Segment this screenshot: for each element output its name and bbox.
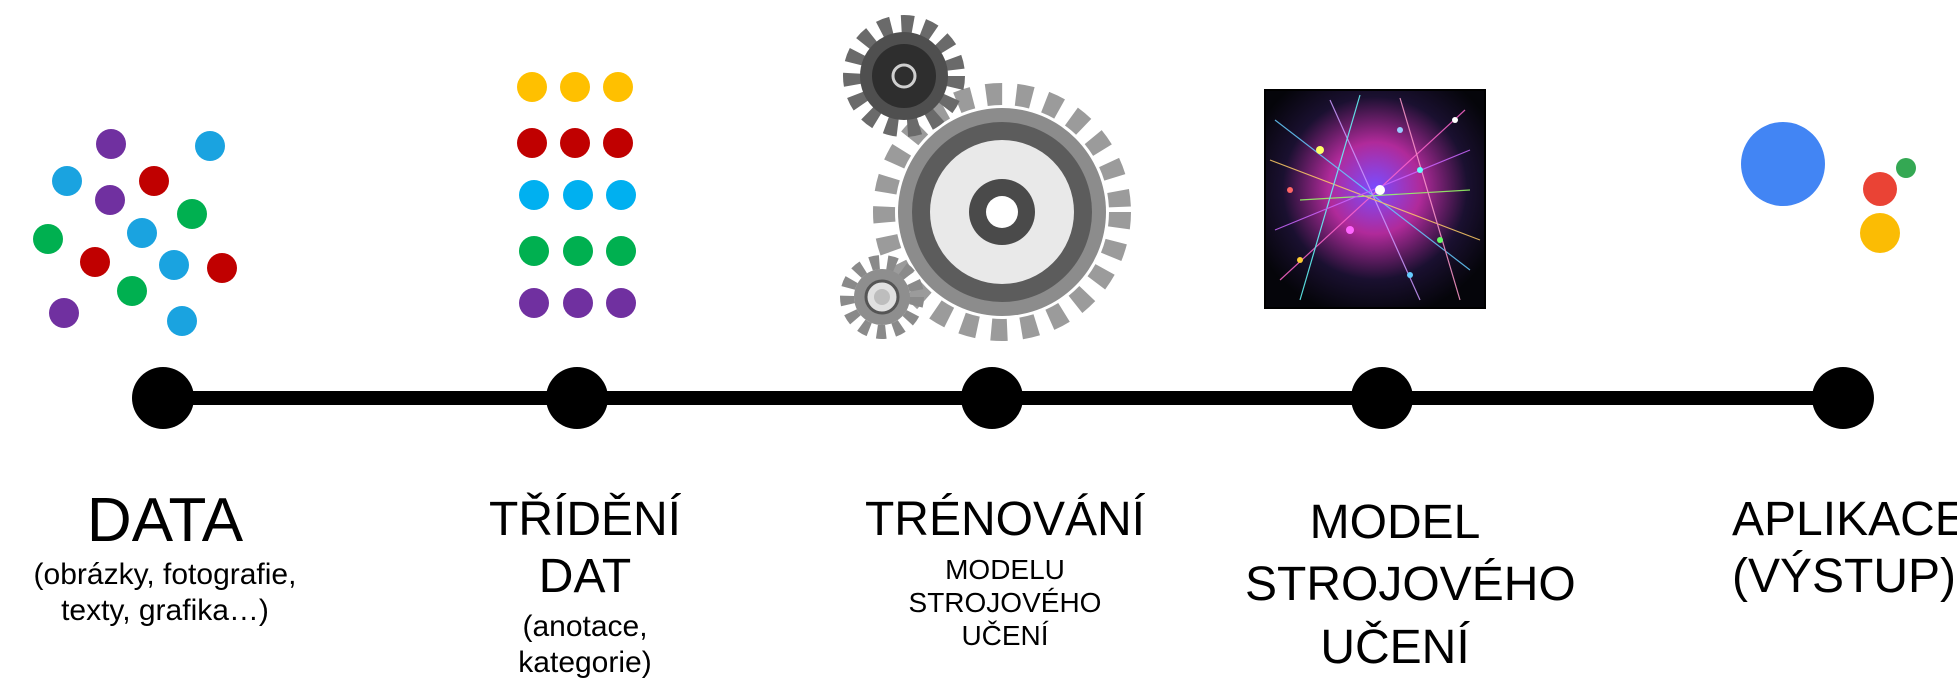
neural-network-image: [1264, 89, 1486, 309]
small-gear-bottom-icon: [840, 255, 924, 339]
stage-title-sorting: TŘÍDĚNÍ DAT: [489, 493, 681, 603]
stage-sub-training: MODELU STROJOVÉHO UČENÍ: [908, 553, 1102, 651]
timeline: [132, 367, 1874, 429]
stage-title-model: MODEL STROJOVÉHO UČENÍ: [1245, 496, 1576, 674]
timeline-node-sorting: [546, 367, 608, 429]
timeline-node-application: [1812, 367, 1874, 429]
stage-sub-sorting: (anotace, kategorie): [518, 610, 652, 679]
assistant-logo-icon: [1741, 122, 1916, 253]
timeline-node-training: [961, 367, 1023, 429]
stage-sub-data: (obrázky, fotografie, texty, grafika…): [33, 558, 297, 627]
gears-icon: [840, 15, 1131, 341]
stage-label-model: MODEL STROJOVÉHO UČENÍ: [1230, 492, 1576, 679]
timeline-node-model: [1351, 367, 1413, 429]
stage-label-data: DATA (obrázky, fotografie, texty, grafik…: [0, 484, 330, 628]
large-gear-icon: [873, 83, 1131, 341]
sorted-dots-icon: [517, 72, 636, 318]
stage-label-application: APLIKACE (VÝSTUP): [1727, 492, 1957, 605]
stage-title-training: TRÉNOVÁNÍ: [864, 493, 1146, 546]
stage-title-application: APLIKACE (VÝSTUP): [1732, 493, 1957, 603]
stage-label-sorting: TŘÍDĚNÍ DAT (anotace, kategorie): [440, 492, 730, 680]
small-gear-top-icon: [843, 15, 965, 137]
scattered-dots-icon: [33, 129, 237, 336]
stage-title-data: DATA: [86, 486, 244, 555]
timeline-node-data: [132, 367, 194, 429]
stage-label-training: TRÉNOVÁNÍ MODELU STROJOVÉHO UČENÍ: [850, 492, 1160, 652]
